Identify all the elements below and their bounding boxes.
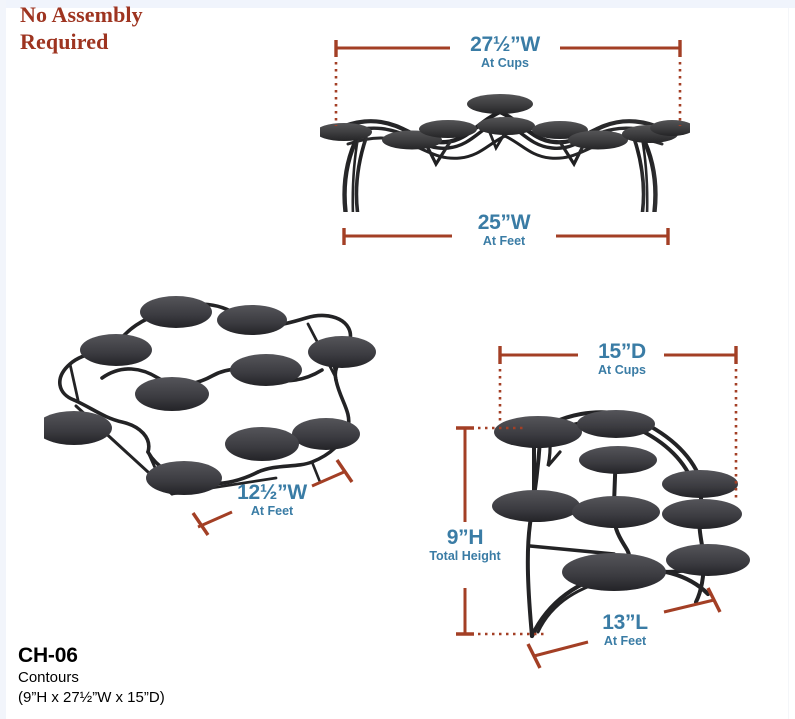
left-accent-band xyxy=(0,0,6,719)
candle-cups-top xyxy=(44,296,376,495)
dim-label-top-width-at-feet: 12½”W At Feet xyxy=(222,481,322,519)
dim-value: 25”W xyxy=(477,211,531,234)
dim-sub: At Feet xyxy=(603,634,647,649)
dim-sub: At Cups xyxy=(598,363,646,378)
front-elevation-view xyxy=(320,94,690,212)
top-accent-band xyxy=(0,0,795,8)
dim-value: 12½”W xyxy=(237,481,307,504)
dim-value: 13”L xyxy=(602,611,648,634)
product-code: CH-06 xyxy=(18,644,78,667)
dim-value: 15”D xyxy=(598,340,646,363)
side-perspective-view xyxy=(492,410,750,639)
dim-sub: At Feet xyxy=(482,234,526,249)
dim-label-total-height: 9”H Total Height xyxy=(400,526,530,564)
dim-label-width-at-feet: 25”W At Feet xyxy=(456,211,552,249)
top-perspective-view xyxy=(44,296,376,496)
candle-cups-front xyxy=(320,94,690,150)
product-name: Contours xyxy=(18,669,79,687)
candle-cups-side xyxy=(492,410,750,591)
dim-label-width-at-cups: 27½”W At Cups xyxy=(455,33,555,71)
product-dimensions: (9”H x 27½”W x 15”D) xyxy=(18,689,165,707)
dim-sub: Total Height xyxy=(429,549,501,564)
right-edge-rule xyxy=(788,8,789,719)
dim-sub: At Feet xyxy=(250,504,294,519)
dim-sub: At Cups xyxy=(481,56,529,71)
dim-label-length-at-feet: 13”L At Feet xyxy=(580,611,670,649)
dim-value: 27½”W xyxy=(470,33,540,56)
headline-no-assembly-required: No Assembly Required xyxy=(20,2,143,54)
dim-label-depth-at-cups: 15”D At Cups xyxy=(578,340,666,378)
dim-value: 9”H xyxy=(446,526,484,549)
product-label-block: CH-06 Contours (9”H x 27½”W x 15”D) xyxy=(18,644,318,709)
